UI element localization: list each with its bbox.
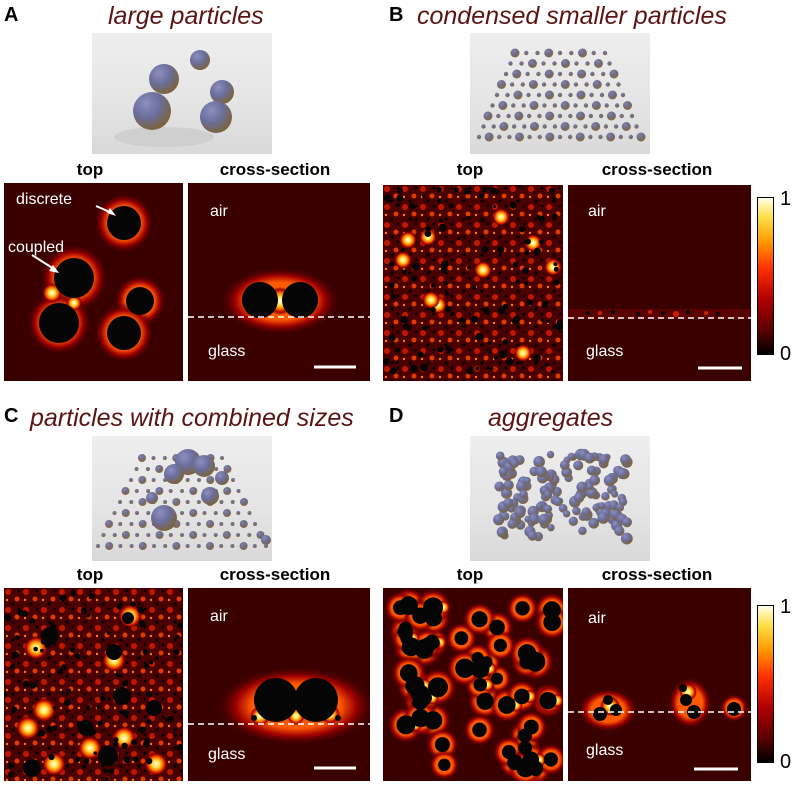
air-label-a: air — [210, 203, 228, 220]
panel-title-b: condensed smaller particles — [417, 2, 727, 30]
air-label-d: air — [588, 610, 606, 627]
colorbar-min-label-bottom: 0 — [780, 751, 792, 773]
cross-section-label-d: cross-section — [601, 565, 713, 584]
field-map-top-b — [383, 185, 563, 381]
render-image-d — [470, 436, 650, 561]
field-map-top-c — [4, 588, 183, 781]
panel-title-d: aggregates — [488, 404, 614, 432]
air-label-c: air — [210, 608, 228, 625]
annotation-discrete: discrete — [16, 191, 73, 208]
combined-particles-render — [96, 449, 271, 550]
colorbar-min-label-top: 0 — [780, 343, 792, 365]
colorbar-bottom — [757, 605, 774, 763]
condensed-particles-render — [476, 48, 646, 142]
top-label-d: top — [456, 565, 484, 584]
panel-letter-d: D — [389, 405, 404, 427]
glass-label-b: glass — [586, 343, 624, 360]
large-particles-render — [114, 50, 234, 147]
render-image-a — [92, 33, 272, 154]
field-map-cross-d: air glass — [568, 588, 751, 781]
field-map-cross-c: air glass — [188, 588, 370, 781]
panel-letter-b: B — [389, 4, 404, 26]
field-map-top-a: discrete coupled — [4, 183, 183, 381]
glass-label-d: glass — [586, 742, 624, 759]
annotation-coupled: coupled — [8, 239, 65, 256]
field-map-cross-b: air glass — [568, 185, 751, 381]
panel-title-a: large particles — [108, 2, 264, 30]
field-map-top-d — [383, 588, 563, 781]
colorbar-max-label-bottom: 1 — [780, 596, 792, 618]
render-image-c — [92, 436, 272, 561]
colorbar-max-label-top: 1 — [780, 188, 792, 210]
field-map-cross-a: air glass — [188, 183, 370, 381]
aggregates-render — [493, 448, 633, 545]
top-label-c: top — [76, 565, 104, 584]
top-label-a: top — [76, 160, 104, 179]
render-image-b — [470, 33, 650, 154]
colorbar-top — [757, 197, 774, 355]
cross-section-label-c: cross-section — [219, 565, 331, 584]
top-label-b: top — [456, 160, 484, 179]
air-label-b: air — [588, 203, 606, 220]
panel-title-c: particles with combined sizes — [30, 404, 354, 432]
glass-label-c: glass — [208, 746, 246, 763]
panel-letter-a: A — [4, 4, 19, 26]
panel-letter-c: C — [4, 405, 19, 427]
glass-label-a: glass — [208, 343, 246, 360]
cross-section-label-a: cross-section — [219, 160, 331, 179]
cross-section-label-b: cross-section — [601, 160, 713, 179]
